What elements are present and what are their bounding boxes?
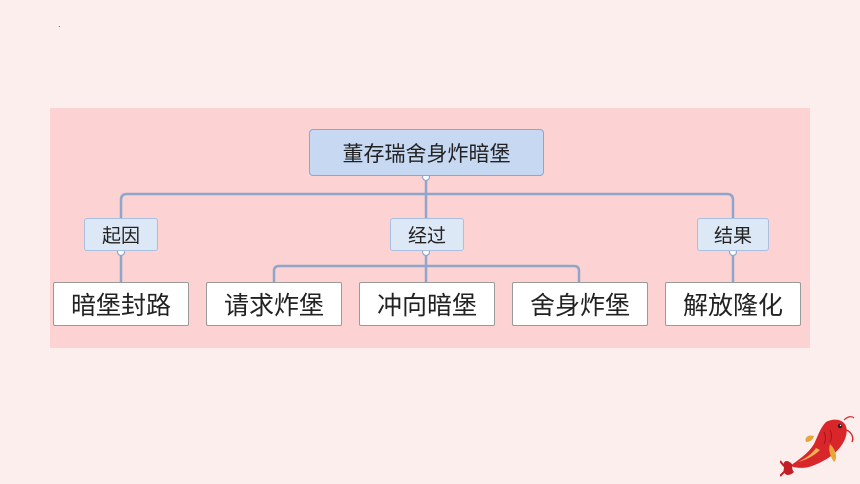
leaf-node-process-1[interactable]: 请求炸堡 [206,282,342,326]
branch-node-process[interactable]: 经过 [390,218,464,251]
leaf-node-process-3[interactable]: 舍身炸堡 [512,282,648,326]
branch-node-result[interactable]: 结果 [697,218,769,251]
leaf-node-result[interactable]: 解放隆化 [665,282,801,326]
root-node[interactable]: 董存瑞舍身炸暗堡 [309,129,544,176]
leaf-node-process-2[interactable]: 冲向暗堡 [359,282,495,326]
branch-node-cause[interactable]: 起因 [84,218,158,251]
decorative-dot: . [58,20,61,29]
koi-fish-icon [780,416,855,477]
leaf-node-cause[interactable]: 暗堡封路 [53,282,189,326]
